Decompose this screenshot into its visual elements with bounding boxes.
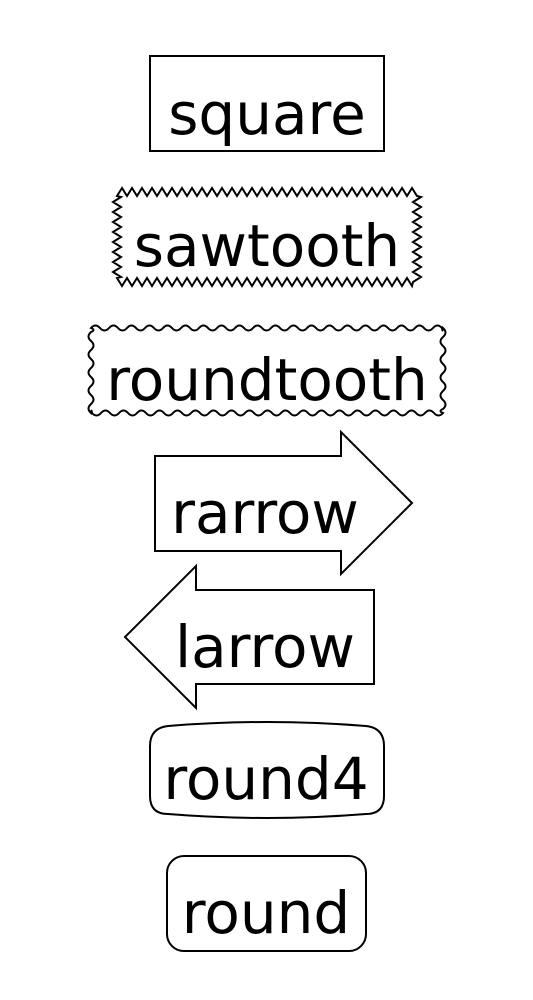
round-shape [166, 855, 367, 952]
square-label: square [168, 80, 366, 148]
roundtooth-shape [87, 324, 447, 417]
larrow-label: larrow [175, 613, 355, 681]
round-box: round [166, 855, 367, 952]
sawtooth-label: sawtooth [134, 212, 400, 280]
rarrow-shape [154, 429, 414, 577]
rarrow-box: rarrow [154, 429, 414, 577]
square-shape [149, 55, 385, 152]
round4-label: round4 [163, 745, 368, 813]
sawtooth-shape [111, 186, 424, 289]
rarrow-label: rarrow [171, 479, 359, 547]
round-label: round [182, 879, 350, 947]
round4-shape [149, 721, 385, 819]
larrow-shape [123, 563, 375, 711]
sawtooth-box: sawtooth [111, 186, 424, 289]
round4-box: round4 [149, 721, 385, 819]
roundtooth-label: roundtooth [106, 346, 428, 414]
square-box: square [149, 55, 385, 152]
roundtooth-box: roundtooth [87, 324, 447, 417]
larrow-box: larrow [123, 563, 375, 711]
